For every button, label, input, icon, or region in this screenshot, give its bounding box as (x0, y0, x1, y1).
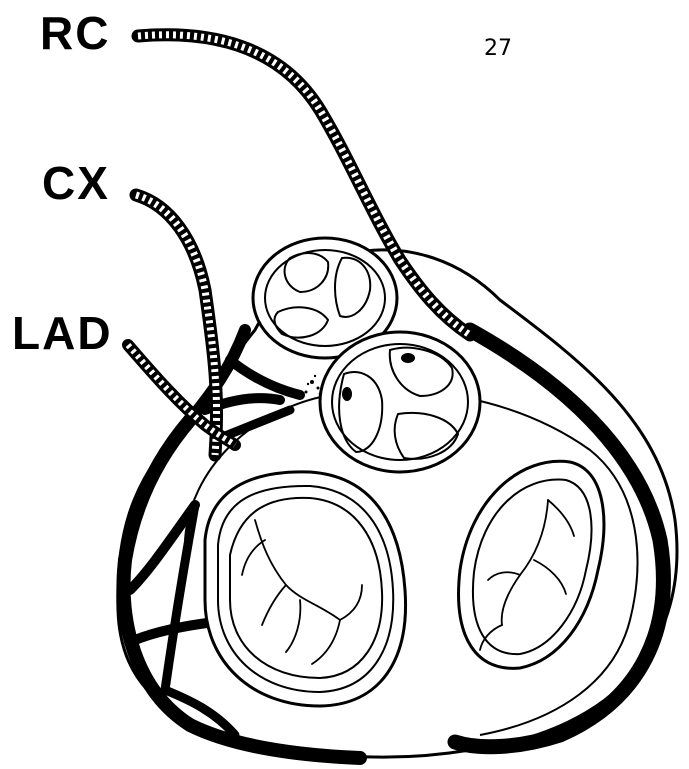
lad-label: LAD (12, 310, 113, 356)
rc-label: RC (40, 10, 110, 56)
ostium-dot (342, 387, 352, 401)
pulmonary-valve (320, 332, 480, 472)
mitral-valve (205, 472, 406, 706)
page-number: 27 (484, 36, 512, 61)
ostium-dot (401, 353, 415, 363)
cx-label: CX (42, 160, 110, 206)
